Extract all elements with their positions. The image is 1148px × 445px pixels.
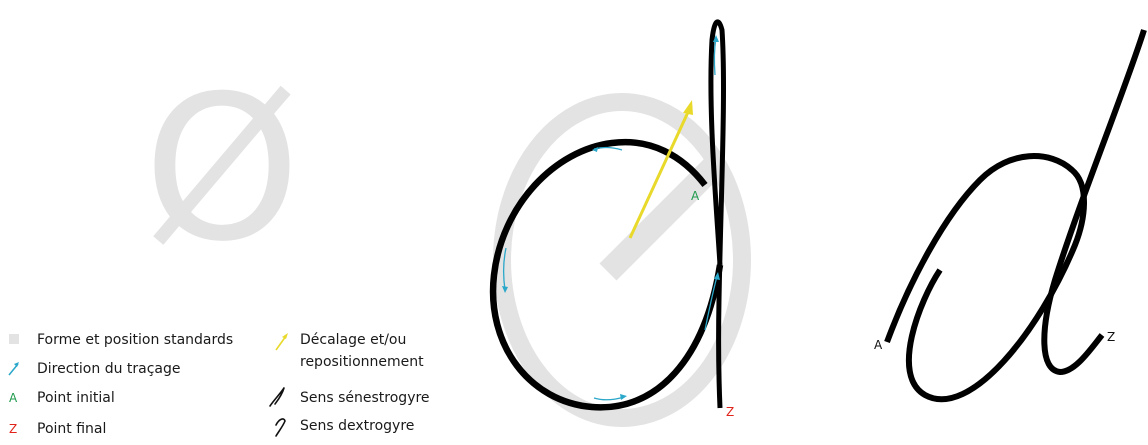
legend-start-marker: A (9, 391, 18, 405)
legend-direction-label: Direction du traçage (37, 361, 181, 377)
legend-offset-label-line1: Décalage et/ou (300, 332, 406, 348)
legend-standard-swatch (9, 334, 19, 344)
final-start-marker: A (874, 338, 883, 352)
final-letter-d: A Z (874, 30, 1144, 399)
standard-form-symbol: Ø (143, 53, 300, 286)
final-stem-stroke (1044, 30, 1144, 372)
construction-end-marker: Z (726, 405, 734, 419)
legend-cw-label: Sens dextrogyre (300, 418, 414, 434)
legend-offset-arrow-icon (276, 333, 288, 350)
legend-end-label: Point final (37, 421, 106, 437)
legend-standard-label: Forme et position standards (37, 332, 233, 348)
legend-offset-label-line2: repositionnement (300, 354, 424, 370)
final-end-marker: Z (1107, 330, 1115, 344)
direction-arrows (502, 35, 720, 400)
legend-direction-arrow-icon (9, 362, 19, 375)
legend-end-marker: Z (9, 422, 17, 436)
construction-start-marker: A (691, 189, 700, 203)
legend-ccw-icon (270, 388, 284, 406)
legend: Forme et position standards Direction du… (9, 332, 430, 437)
legend-ccw-label: Sens sénestrogyre (300, 390, 430, 406)
construction-figure: A Z (493, 22, 742, 419)
legend-start-label: Point initial (37, 390, 115, 406)
legend-cw-icon (276, 419, 285, 436)
